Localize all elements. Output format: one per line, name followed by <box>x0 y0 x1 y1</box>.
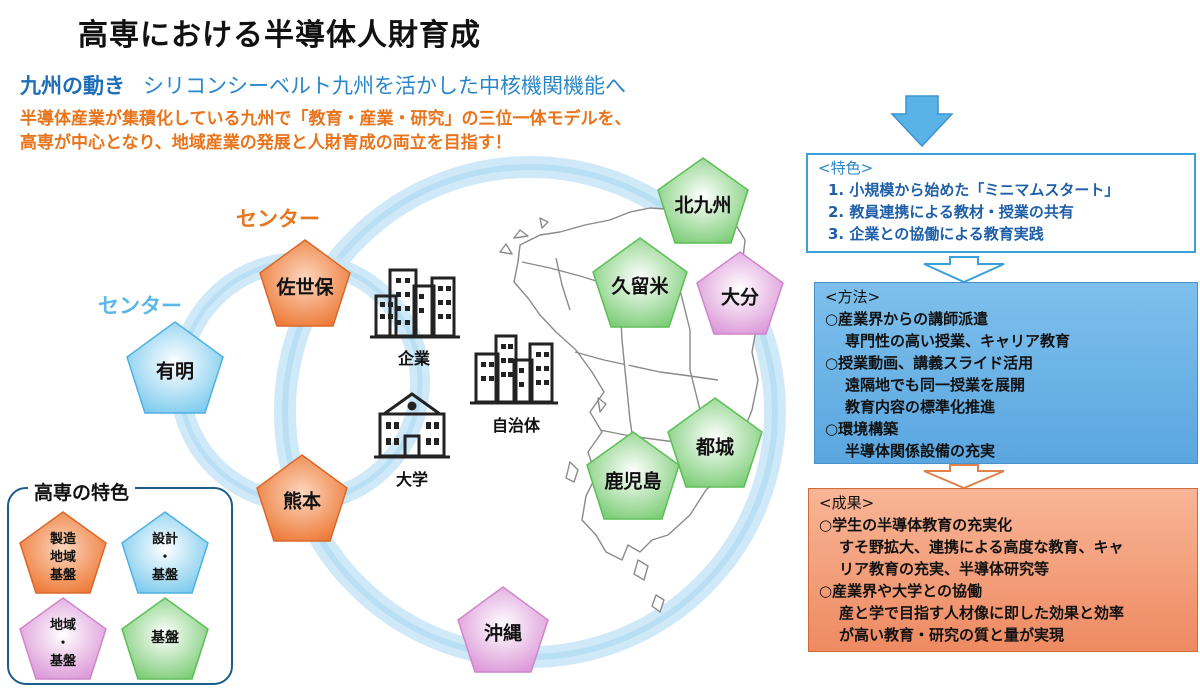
municipality-buildings-icon <box>470 334 558 405</box>
college-label-kagoshima: 鹿児島 <box>604 470 662 493</box>
subtitle: 九州の動きシリコンシーベルト九州を活かした中核機関機能へ <box>20 70 626 100</box>
features-item-1: 1. 小規模から始めた「ミニマムスタート」 <box>828 181 1120 199</box>
legend-pentagon-foundation <box>121 597 209 680</box>
legend-pentagon-manufacturing <box>19 511 107 594</box>
pentagon-kurume <box>592 237 688 328</box>
features-box-caption: <特色> <box>818 159 874 177</box>
page-title: 高専における半導体人財育成 <box>78 18 481 53</box>
methods-line: 遠隔地でも同一授業を展開 <box>845 376 1026 394</box>
subtitle-text: シリコンシーベルト九州を活かした中核機関機能へ <box>143 74 626 98</box>
legend-pentagon-regional <box>19 597 107 680</box>
college-label-oita: 大分 <box>720 286 760 309</box>
legend-text-foundation: 基盤 <box>151 629 179 647</box>
features-item-3: 3. 企業との協働による教育実践 <box>828 225 1044 243</box>
results-line: ○産業界や大学との協働 <box>819 582 982 600</box>
pentagon-kagoshima <box>586 431 680 520</box>
methods-line: 半導体関係設備の充実 <box>845 442 996 460</box>
results-line: すそ野拡大、連携による高度な教育、キャ <box>839 538 1124 556</box>
features-item-2: 2. 教員連携による教材・授業の共有 <box>828 203 1074 221</box>
down-arrow-icon <box>890 95 954 148</box>
college-label-okinawa: 沖縄 <box>483 622 523 645</box>
legend-line: 基盤 <box>49 654 77 669</box>
college-label-ariake: 有明 <box>155 360 195 383</box>
methods-line: ○授業動画、講義スライド活用 <box>825 354 1034 372</box>
results-line: ○学生の半導体教育の充実化 <box>819 516 1013 534</box>
methods-line: ○環境構築 <box>825 420 899 438</box>
down-arrow-outline-icon <box>923 256 1005 284</box>
legend-pentagon-design <box>121 511 209 594</box>
center-label-orange: センター <box>236 207 320 231</box>
pentagon-oita <box>696 251 784 335</box>
college-label-kumamoto: 熊本 <box>282 490 322 513</box>
methods-line: 教育内容の標準化推進 <box>845 398 996 416</box>
legend-text-design: 設計 ・ 基盤 <box>152 531 178 585</box>
results-line: 産と学で目指す人材像に即した効果と効率 <box>839 604 1125 622</box>
pentagon-ariake <box>126 321 224 414</box>
center-label-blue: センター <box>98 294 182 318</box>
legend-text-manufacturing: 製造 地域 基盤 <box>50 531 76 585</box>
legend-line: ・ <box>158 550 172 565</box>
college-label-kurume: 久留米 <box>611 275 669 298</box>
org-label-company: 企業 <box>397 349 431 368</box>
university-building-icon <box>374 392 450 459</box>
legend-line: 基盤 <box>151 568 179 583</box>
down-arrow-orange-icon <box>923 464 1005 490</box>
pentagon-okinawa <box>457 586 549 673</box>
methods-line: 専門性の高い授業、キャリア教育 <box>845 332 1071 350</box>
legend-line: 基盤 <box>49 568 77 583</box>
pentagon-kitakyushu <box>657 157 749 244</box>
legend-line: ・ <box>56 636 70 651</box>
lead-line-1: 半導体産業が集積化している九州で「教育・産業・研究」の三位一体モデルを、 <box>20 109 632 129</box>
results-line: が高い教育・研究の質と量が実現 <box>839 626 1065 644</box>
legend-text-regional: 地域 ・ 基盤 <box>50 617 76 671</box>
results-box: <成果> ○学生の半導体教育の充実化 すそ野拡大、連携による高度な教育、キャ リ… <box>808 488 1198 652</box>
methods-line: ○産業界からの講師派遣 <box>825 310 989 328</box>
legend-line: 設計 <box>151 532 179 547</box>
results-box-caption: <成果> <box>819 494 875 512</box>
org-label-university: 大学 <box>395 470 429 489</box>
legend-line: 地域 <box>49 550 77 565</box>
features-panel-title: 高専の特色 <box>28 478 136 505</box>
pentagon-kumamoto <box>256 454 348 542</box>
features-box: <特色> 1. 小規模から始めた「ミニマムスタート」 2. 教員連携による教材・… <box>806 153 1196 253</box>
subtitle-heading: 九州の動き <box>20 74 125 98</box>
legend-line: 基盤 <box>151 630 179 646</box>
results-line: リア教育の充実、半導体研究等 <box>839 560 1050 578</box>
company-buildings-icon <box>370 268 460 339</box>
methods-box-caption: <方法> <box>825 288 881 306</box>
legend-line: 地域 <box>49 618 77 633</box>
pentagon-miyakonojo <box>667 397 763 488</box>
legend-line: 製造 <box>49 532 77 547</box>
college-label-miyakonojo: 都城 <box>695 436 735 459</box>
methods-box: <方法> ○産業界からの講師派遣 専門性の高い授業、キャリア教育 ○授業動画、講… <box>814 282 1198 464</box>
lead-line-2: 高専が中心となり、地域産業の発展と人財育成の両立を目指す！ <box>20 133 512 153</box>
college-label-kitakyushu: 北九州 <box>674 194 732 217</box>
college-label-sasebo: 佐世保 <box>276 276 334 299</box>
org-label-municipality: 自治体 <box>491 416 541 435</box>
pentagon-sasebo <box>259 239 351 327</box>
